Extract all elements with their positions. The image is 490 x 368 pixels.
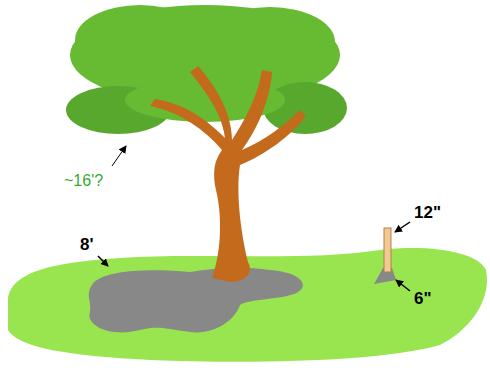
dimension-label: 12" bbox=[414, 204, 441, 223]
leader-line bbox=[112, 146, 126, 166]
tree-trunk bbox=[150, 66, 306, 282]
stick bbox=[384, 228, 391, 272]
dimension-label: 8' bbox=[80, 236, 94, 255]
tree-shadow bbox=[89, 268, 303, 333]
dimension-label: ~16'? bbox=[64, 172, 103, 190]
tree-foliage bbox=[66, 5, 347, 134]
dimension-label: 6" bbox=[414, 290, 432, 309]
leader-line bbox=[396, 280, 410, 291]
leader-line bbox=[395, 222, 410, 232]
leader-line bbox=[98, 256, 108, 266]
